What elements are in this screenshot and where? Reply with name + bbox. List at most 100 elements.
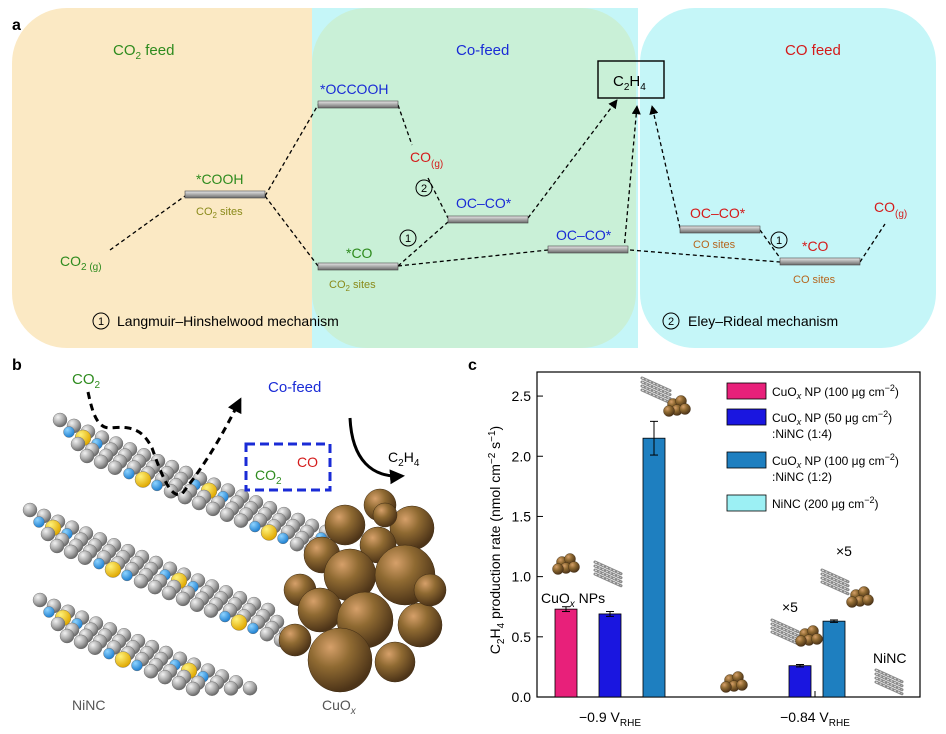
cofeed-title: Co-feed	[456, 42, 509, 59]
c-atom	[52, 412, 68, 428]
cooh-sites-label: CO2 sites	[196, 206, 243, 220]
co2g-label: CO2 (g)	[60, 253, 102, 273]
panel-c: c C2H4 production rate (nmol cm−2 s−1) 0…	[468, 357, 921, 729]
n-atom	[219, 610, 231, 623]
y-tick-label: 2.5	[512, 388, 532, 404]
legend-label-2: CuOx NP (50 μg cm−2)	[772, 409, 892, 427]
c-atom	[32, 592, 48, 608]
ni-atom	[134, 471, 152, 488]
c-atom	[289, 537, 305, 552]
c2h4-arrow-b	[348, 417, 405, 485]
c2h4-label-b: C2H4	[388, 449, 420, 469]
ninc-sheet-icon	[770, 618, 800, 646]
c-atom	[185, 681, 201, 697]
n-atom	[93, 557, 105, 570]
box-co2-label: CO2	[255, 467, 282, 487]
c-atom	[147, 579, 163, 595]
n-atom	[151, 479, 163, 492]
legend-swatch-3	[726, 451, 767, 469]
level-occooh	[317, 100, 399, 109]
cooh-label: *COOH	[196, 171, 243, 187]
cuox-particle	[307, 627, 373, 693]
c-atom	[204, 681, 220, 696]
n-atom	[277, 532, 289, 545]
level-cooh	[184, 190, 266, 199]
bar-chart: 0.00.51.01.52.02.5−0.9 VRHE−0.84 VRHE	[512, 371, 921, 729]
svg-text:1: 1	[98, 316, 104, 328]
circled-num-1-mid: 1	[399, 229, 417, 247]
c-atom	[59, 628, 75, 644]
y-axis-label: C2H4 production rate (nmol cm−2 s−1)	[487, 426, 507, 654]
n-atom	[249, 520, 261, 533]
cuox-particle	[372, 502, 398, 528]
reaction-paths	[109, 104, 886, 267]
legend-label-3-line2: :NiNC (1:2)	[772, 470, 832, 484]
cuox-particle	[397, 602, 443, 648]
mini-illustrations	[552, 376, 904, 696]
ninc-sheet-icon	[820, 568, 850, 596]
c-atom	[143, 664, 159, 679]
c-atom	[87, 640, 103, 655]
c-atom	[49, 538, 65, 554]
c-atom	[107, 460, 123, 475]
svg-text:1: 1	[776, 235, 782, 247]
ninc-sheet-icon	[593, 560, 623, 588]
n-atom	[63, 426, 75, 438]
occo-1-label: OC–CO*	[456, 195, 512, 211]
c-atom	[203, 603, 219, 618]
lh-mechanism-label: 1 Langmuir–Hinshelwood mechanism	[92, 312, 339, 330]
c-atom	[163, 484, 179, 499]
level-co-right	[779, 257, 861, 266]
cuox-cluster	[278, 488, 447, 693]
cuox-particle	[278, 623, 312, 657]
c-atom	[93, 454, 109, 470]
n-atom	[121, 569, 133, 582]
co-left-sites-label: CO2 sites	[329, 279, 376, 293]
x-tick-label: −0.9 VRHE	[579, 709, 641, 729]
n-atom	[33, 516, 45, 528]
chart-legend: CuOx NP (100 μg cm−2) CuOx NP (50 μg cm−…	[726, 382, 899, 512]
c-atom	[77, 550, 93, 565]
c-atom	[191, 495, 207, 511]
panel-b-label: b	[12, 357, 22, 374]
cuox-nps-annotation: CuOx NPs	[541, 590, 605, 610]
occooh-label: *OCCOOH	[320, 81, 388, 97]
co-right-sites-label: CO sites	[793, 274, 836, 286]
ninc-label-b: NiNC	[72, 697, 105, 713]
legend-label-4: NiNC (200 μg cm−2)	[772, 495, 879, 511]
y-tick-label: 0.5	[512, 629, 532, 645]
svg-text:Langmuir–Hinshelwood mechanism: Langmuir–Hinshelwood mechanism	[117, 313, 339, 329]
x5-annotation-b: ×5	[836, 543, 852, 559]
svg-text:Eley–Rideal mechanism: Eley–Rideal mechanism	[688, 313, 838, 329]
n-atom	[43, 606, 55, 618]
legend-swatch-2	[726, 408, 767, 426]
co2-diffusion-path	[86, 391, 242, 497]
co-feed-title: CO feed	[785, 42, 841, 59]
c-atom	[133, 574, 149, 589]
y-tick-label: 0.0	[512, 689, 532, 705]
n-atom	[247, 622, 259, 635]
plot-frame	[536, 371, 921, 698]
level-occo-1	[447, 215, 529, 224]
c-atom	[161, 585, 177, 601]
c-atom	[40, 526, 56, 542]
level-occo-right	[679, 225, 761, 234]
panel-a: a CO2 feed Co-feed CO feed	[12, 8, 936, 348]
bar	[598, 613, 622, 698]
c-atom	[242, 681, 258, 696]
svg-text:2: 2	[421, 183, 427, 195]
c-atom	[171, 675, 187, 691]
c-atom	[219, 507, 235, 522]
svg-text:2: 2	[668, 316, 674, 328]
co-right-label: *CO	[802, 238, 829, 254]
cofeed-region	[312, 8, 636, 348]
box-co-label: CO	[297, 454, 318, 470]
cuox-particle	[413, 573, 447, 607]
co-feed-region	[640, 8, 936, 348]
cuox-blob-icon	[846, 586, 874, 608]
cuox-particle	[374, 641, 416, 683]
bar	[788, 665, 812, 698]
c-atom	[233, 513, 249, 528]
ninc-annotation: NiNC	[873, 650, 906, 666]
occo-right-sites-label: CO sites	[693, 239, 736, 251]
